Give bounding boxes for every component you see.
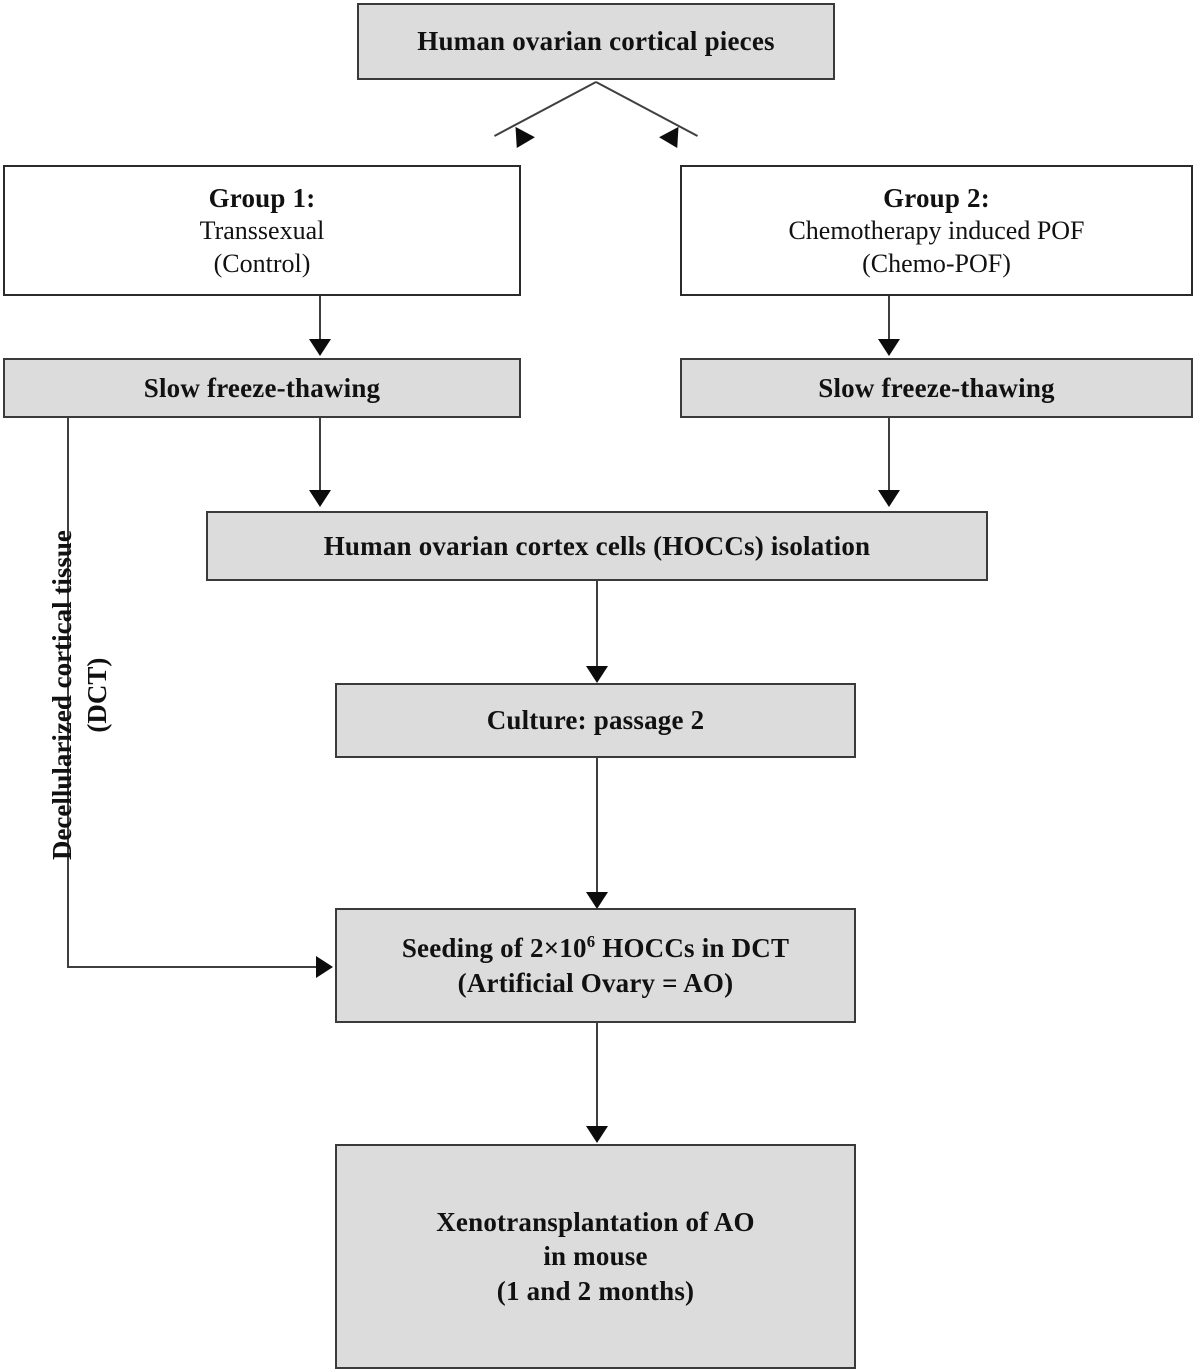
arrowhead-root-to-group1	[507, 126, 535, 154]
node-seeding-line2: (Artificial Ovary = AO)	[457, 967, 734, 998]
connector-seeding-to-xeno	[596, 1023, 598, 1127]
label-dct-line2: (DCT)	[82, 657, 112, 733]
node-group2-line2: Chemotherapy induced POF	[788, 215, 1085, 245]
node-seeding-line1-suffix: HOCCs in DCT	[595, 933, 790, 964]
node-root: Human ovarian cortical pieces	[357, 3, 835, 80]
node-isolation: Human ovarian cortex cells (HOCCs) isola…	[206, 511, 988, 581]
node-culture: Culture: passage 2	[335, 683, 856, 758]
node-xeno-line2: in mouse	[543, 1241, 648, 1272]
node-freeze-left-label: Slow freeze-thawing	[143, 372, 381, 403]
connector-group1-to-freeze-left	[319, 296, 321, 340]
arrowhead-group2-to-freeze-right	[878, 339, 900, 356]
node-root-label: Human ovarian cortical pieces	[417, 26, 775, 57]
node-group1-line2: Transsexual	[199, 215, 325, 245]
node-group1-heading: Group 1:	[208, 182, 316, 213]
node-freeze-right-label: Slow freeze-thawing	[818, 372, 1055, 403]
node-seeding-line1: Seeding of 2×106 HOCCs in DCT	[402, 931, 789, 965]
node-isolation-label: Human ovarian cortex cells (HOCCs) isola…	[323, 530, 871, 561]
connector-freeze-left-to-isolation	[319, 418, 321, 491]
node-group1-line3: (Control)	[213, 248, 311, 278]
connector-root-to-group2	[595, 81, 699, 137]
arrowhead-culture-to-seeding	[586, 892, 608, 909]
arrowhead-seeding-to-xeno	[586, 1126, 608, 1143]
arrowhead-dct-to-seeding	[316, 956, 333, 978]
connector-culture-to-seeding	[596, 758, 598, 893]
node-group1: Group 1: Transsexual (Control)	[3, 165, 521, 296]
node-freeze-left: Slow freeze-thawing	[3, 358, 521, 418]
label-decellularized-cortical-tissue: Decellularized cortical tissue (DCT)	[45, 445, 115, 945]
arrowhead-freeze-left-to-isolation	[309, 490, 331, 507]
node-culture-label: Culture: passage 2	[486, 705, 705, 736]
node-freeze-right: Slow freeze-thawing	[680, 358, 1193, 418]
label-dct-line1: Decellularized cortical tissue	[46, 530, 77, 861]
arrowhead-freeze-right-to-isolation	[878, 490, 900, 507]
arrowhead-root-to-group2	[659, 126, 687, 154]
arrowhead-isolation-to-culture	[586, 666, 608, 683]
node-group2: Group 2: Chemotherapy induced POF (Chemo…	[680, 165, 1193, 296]
arrowhead-group1-to-freeze-left	[309, 339, 331, 356]
connector-group2-to-freeze-right	[888, 296, 890, 340]
connector-dct-vertical	[67, 418, 69, 968]
connector-freeze-right-to-isolation	[888, 418, 890, 491]
node-xeno-line3: (1 and 2 months)	[496, 1275, 695, 1306]
node-seeding-line1-superscript: 6	[586, 932, 596, 952]
connector-dct-horizontal	[67, 966, 317, 968]
connector-root-to-group1	[493, 81, 597, 137]
connector-isolation-to-culture	[596, 581, 598, 667]
node-group2-heading: Group 2:	[883, 182, 990, 213]
node-xenotransplantation: Xenotransplantation of AO in mouse (1 an…	[335, 1144, 856, 1369]
node-seeding-line1-prefix: Seeding of 2×10	[401, 933, 587, 964]
node-group2-line3: (Chemo-POF)	[862, 248, 1011, 278]
node-seeding: Seeding of 2×106 HOCCs in DCT (Artificia…	[335, 908, 856, 1023]
node-xeno-line1: Xenotransplantation of AO	[436, 1207, 755, 1238]
